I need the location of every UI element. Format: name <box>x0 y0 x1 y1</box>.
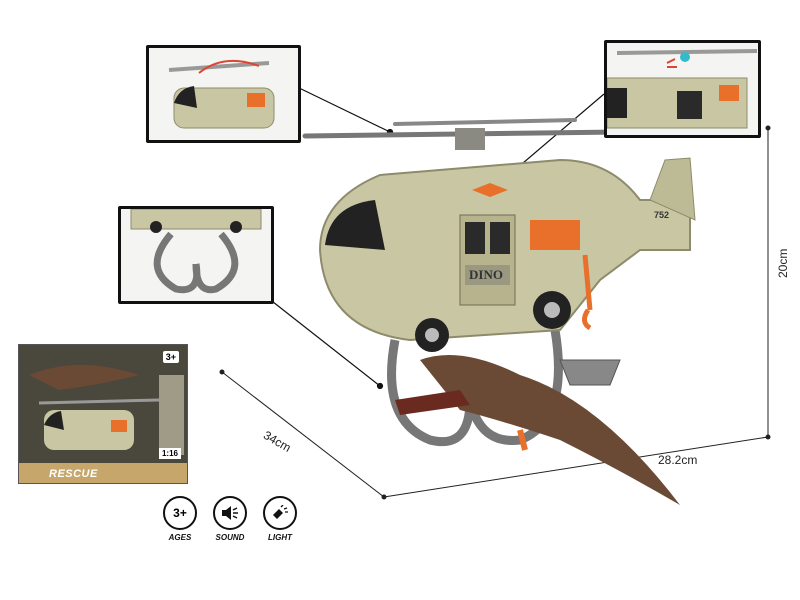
main-rotor <box>302 118 623 150</box>
dimension-lines <box>219 125 771 500</box>
dimension-width: 28.2cm <box>658 453 698 467</box>
feature-ages-label: AGES <box>168 533 192 542</box>
tail-number: 752 <box>654 210 670 220</box>
door-label: DINO <box>469 267 503 282</box>
package-title: RESCUE <box>49 468 98 480</box>
package-banner: RESCUE <box>19 463 187 483</box>
speaker-icon <box>213 496 247 530</box>
package-scale-badge: 1:16 <box>158 448 181 459</box>
package-age-badge: 3+ <box>162 351 179 363</box>
feature-light: LIGHT <box>250 496 310 542</box>
flashlight-icon <box>263 496 297 530</box>
helicopter-body <box>318 157 696 386</box>
product-package: 3+ 1:16 RESCUE <box>18 344 188 484</box>
feature-light-label: LIGHT <box>268 533 292 542</box>
feature-sound-label: SOUND <box>215 533 245 542</box>
pterodactyl-figure <box>395 355 680 505</box>
feature-sound: SOUND <box>200 496 260 542</box>
inset-sound-light <box>604 40 761 138</box>
age-badge: 3+ <box>163 496 197 530</box>
inset-rescue-net <box>118 206 274 304</box>
feature-ages: 3+ AGES <box>150 496 210 542</box>
dimension-height: 20cm <box>776 248 790 278</box>
inset-rotating-rotor <box>146 45 301 143</box>
